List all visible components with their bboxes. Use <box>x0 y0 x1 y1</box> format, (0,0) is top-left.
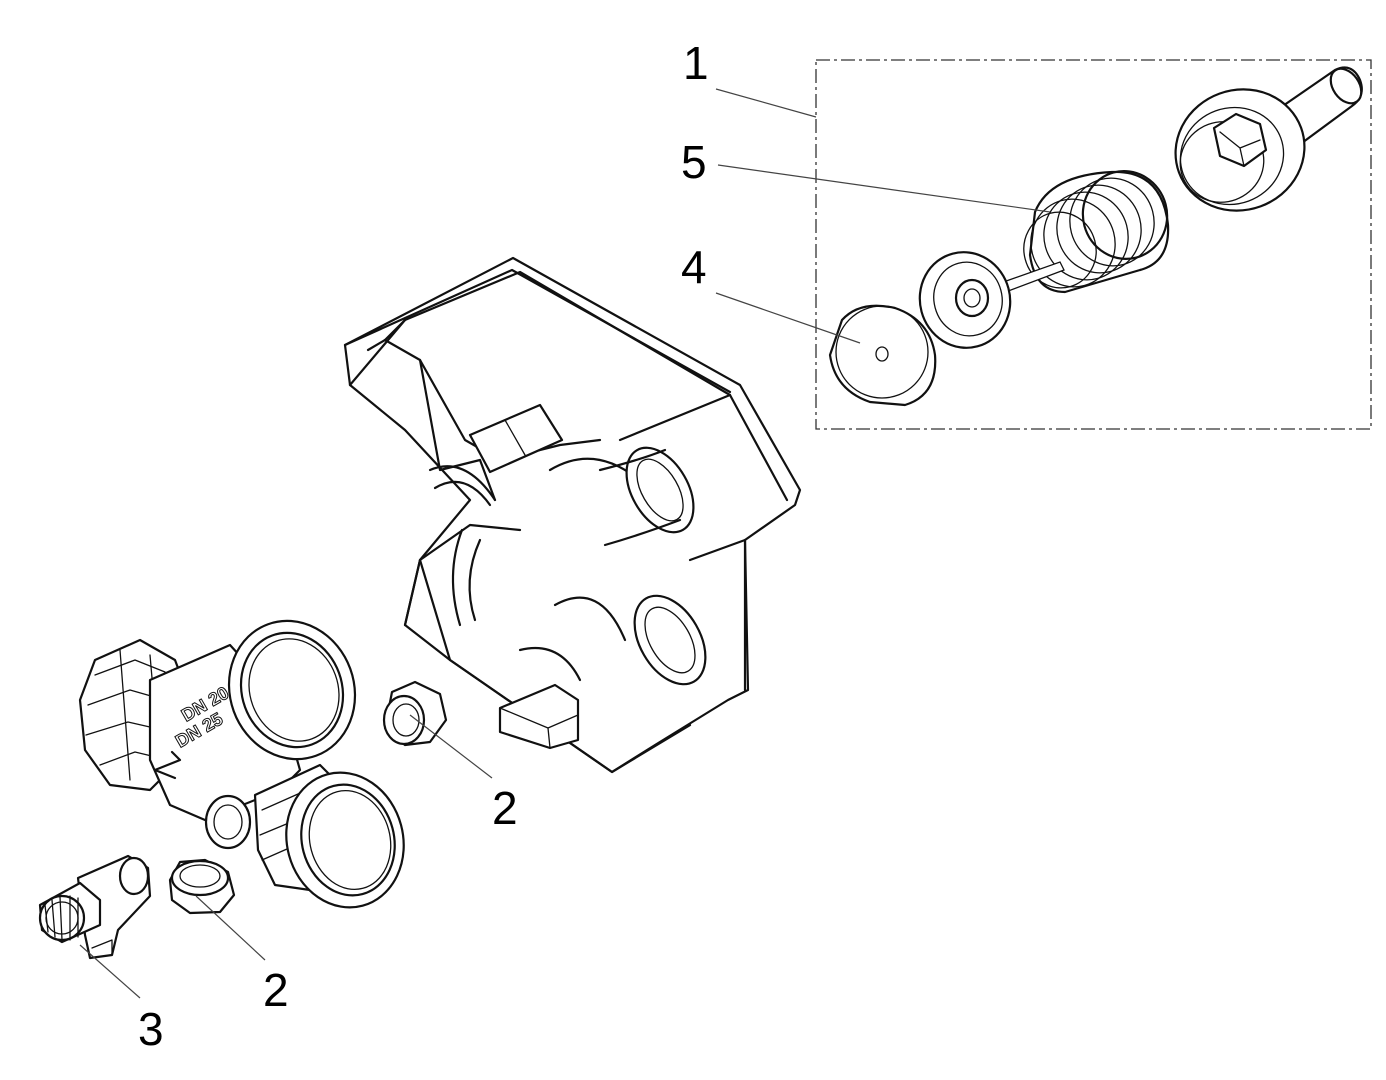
callout-5: 5 <box>681 136 707 188</box>
leader-lines <box>79 88 1051 999</box>
part-plug-lower <box>168 858 236 915</box>
part-spring-assembly <box>918 170 1170 349</box>
callout-2-lower: 2 <box>263 964 289 1016</box>
part-drain-valve <box>38 854 152 960</box>
part-insulation-shell <box>343 256 802 774</box>
callout-4: 4 <box>681 241 707 293</box>
callout-3: 3 <box>138 1003 164 1055</box>
kit-frame <box>815 59 1372 430</box>
part-cover-plug <box>1174 66 1363 212</box>
callout-1: 1 <box>683 37 709 89</box>
part-plug-upper <box>382 680 448 747</box>
part-valve-body: DN 20 DN 25 <box>78 619 405 909</box>
callout-2-upper: 2 <box>492 782 518 834</box>
part-washer <box>828 304 937 407</box>
